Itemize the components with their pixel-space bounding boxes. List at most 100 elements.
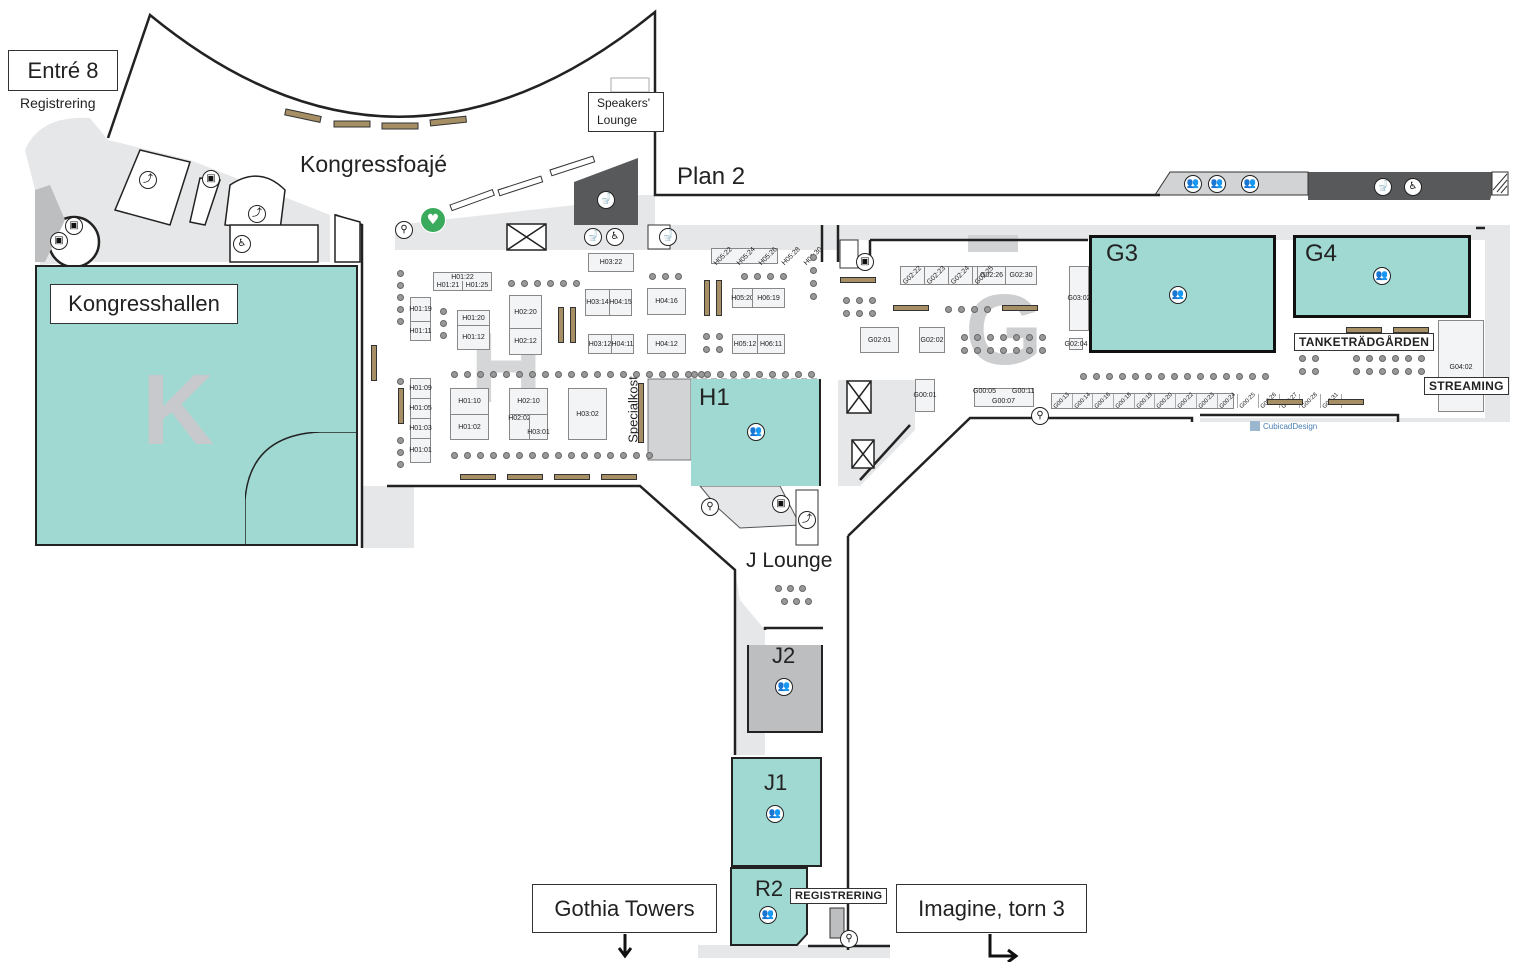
booth[interactable]: G02:24 bbox=[949, 264, 972, 287]
booth[interactable]: H05:20 bbox=[731, 288, 754, 308]
booth[interactable]: H01:05 bbox=[409, 398, 432, 419]
table-dot bbox=[568, 371, 575, 378]
booth[interactable]: G00:07 bbox=[992, 398, 1015, 405]
aed-heart-icon: ♥ bbox=[420, 207, 446, 233]
elevator-icon: ▣ bbox=[50, 232, 68, 250]
booth[interactable]: G00:18 bbox=[1114, 391, 1133, 411]
gothia-towers-link[interactable]: Gothia Towers bbox=[532, 884, 717, 933]
booth[interactable]: G00:13 bbox=[1052, 391, 1071, 411]
booth[interactable]: G00:24 bbox=[1218, 391, 1237, 411]
table-dot bbox=[805, 598, 812, 605]
booth[interactable]: G04:02 bbox=[1438, 320, 1484, 412]
table-dot bbox=[633, 452, 640, 459]
booth[interactable]: G00:22 bbox=[1176, 391, 1196, 411]
table-dot bbox=[1405, 355, 1412, 362]
booth[interactable]: H01:11 bbox=[409, 321, 432, 341]
booth[interactable]: H01:09 bbox=[409, 378, 432, 399]
bench bbox=[1393, 327, 1429, 333]
booth[interactable]: H04:16 bbox=[647, 288, 686, 315]
booth[interactable]: H04:11 bbox=[611, 334, 634, 354]
table-dot bbox=[397, 282, 404, 289]
table-dot bbox=[1171, 373, 1178, 380]
bench bbox=[840, 277, 876, 283]
booth[interactable]: H03:14 bbox=[585, 289, 610, 316]
booth[interactable]: G00:23 bbox=[1197, 391, 1216, 411]
table-dot bbox=[987, 334, 994, 341]
booth[interactable]: H01:12 bbox=[457, 325, 490, 350]
booth[interactable]: H05:26 bbox=[757, 245, 779, 267]
booth[interactable]: G00:01 bbox=[914, 379, 936, 412]
booth[interactable]: H06:19 bbox=[752, 288, 785, 308]
table-dot bbox=[856, 297, 863, 304]
booth[interactable]: G02:23 bbox=[925, 264, 948, 287]
booth[interactable]: H01:01 bbox=[409, 438, 432, 463]
foyer-label: Kongressfoajé bbox=[300, 151, 448, 177]
booth[interactable]: H02:02 bbox=[508, 414, 531, 440]
table-dot bbox=[810, 280, 817, 287]
booth[interactable]: G00:28 bbox=[1301, 391, 1320, 411]
booth[interactable]: G00:25 bbox=[1238, 391, 1258, 411]
booth[interactable]: H01:02 bbox=[450, 414, 489, 440]
booth[interactable]: H03:01 bbox=[527, 414, 550, 440]
imagine-link[interactable]: Imagine, torn 3 bbox=[896, 884, 1087, 933]
table-dot bbox=[775, 585, 782, 592]
booth[interactable]: G00:16 bbox=[1094, 391, 1113, 411]
table-dot bbox=[646, 452, 653, 459]
booth[interactable]: G00:19 bbox=[1135, 391, 1154, 411]
booth-cell: G00:22 bbox=[1176, 391, 1197, 411]
booth[interactable]: H04:12 bbox=[647, 334, 686, 354]
booth[interactable]: G00:11 bbox=[1012, 388, 1035, 395]
bench bbox=[704, 280, 710, 316]
booth[interactable]: H01:25 bbox=[462, 281, 492, 291]
table-dot bbox=[440, 332, 447, 339]
table-dot bbox=[1392, 355, 1399, 362]
table-dot bbox=[1026, 347, 1033, 354]
booth[interactable]: H05:12 bbox=[732, 334, 758, 354]
booth[interactable]: H01:21 bbox=[433, 281, 463, 291]
booth[interactable]: G02:30 bbox=[1005, 266, 1037, 285]
booth[interactable]: H02:10 bbox=[509, 388, 548, 415]
table-dot bbox=[856, 310, 863, 317]
booth[interactable]: H02:20 bbox=[509, 295, 542, 329]
table-dot bbox=[961, 347, 968, 354]
table-dot bbox=[1039, 334, 1046, 341]
table-dot bbox=[620, 452, 627, 459]
booth[interactable]: H04:15 bbox=[609, 289, 632, 316]
table-dot bbox=[397, 461, 404, 468]
table-dot bbox=[1013, 347, 1020, 354]
booth[interactable]: G02:25 bbox=[973, 264, 995, 287]
table-dot bbox=[754, 273, 761, 280]
kongresshallen-arc bbox=[245, 432, 358, 545]
table-dot bbox=[869, 310, 876, 317]
booth[interactable]: G02:02 bbox=[919, 327, 945, 353]
booth[interactable]: H03:22 bbox=[588, 253, 634, 272]
booth[interactable]: H01:22 bbox=[433, 272, 492, 282]
booth[interactable]: G03:02 bbox=[1068, 266, 1090, 331]
booth[interactable]: H01:20 bbox=[457, 310, 490, 326]
booth[interactable]: G00:14 bbox=[1073, 391, 1092, 411]
table-dot bbox=[662, 273, 669, 280]
booth[interactable]: G00:20 bbox=[1156, 391, 1175, 411]
booth[interactable]: H01:03 bbox=[409, 418, 432, 439]
table-dot bbox=[843, 310, 850, 317]
booth[interactable]: G02:04 bbox=[1065, 338, 1087, 350]
booth[interactable]: G02:22 bbox=[901, 264, 924, 287]
booth[interactable]: H06:11 bbox=[757, 334, 785, 354]
booth[interactable]: H01:10 bbox=[450, 388, 489, 415]
booth[interactable]: H02:12 bbox=[509, 328, 542, 355]
booth[interactable]: H05:22 bbox=[712, 245, 734, 267]
booth[interactable]: G00:05 bbox=[973, 388, 996, 395]
booth[interactable]: H03:12 bbox=[588, 334, 612, 354]
family-room-icon: ⚲ bbox=[701, 498, 719, 516]
table-dot bbox=[767, 273, 774, 280]
booth-cell: G00:19 bbox=[1135, 391, 1156, 411]
table-dot bbox=[1013, 334, 1020, 341]
booth[interactable]: H03:02 bbox=[568, 388, 607, 440]
table-dot bbox=[477, 371, 484, 378]
booth[interactable]: H01:19 bbox=[409, 297, 432, 322]
booth[interactable]: G02:01 bbox=[860, 327, 899, 353]
booth-cell: G00:20 bbox=[1155, 391, 1177, 411]
table-dot bbox=[1039, 347, 1046, 354]
booth[interactable]: H05:24 bbox=[735, 245, 757, 267]
table-dot bbox=[717, 371, 724, 378]
